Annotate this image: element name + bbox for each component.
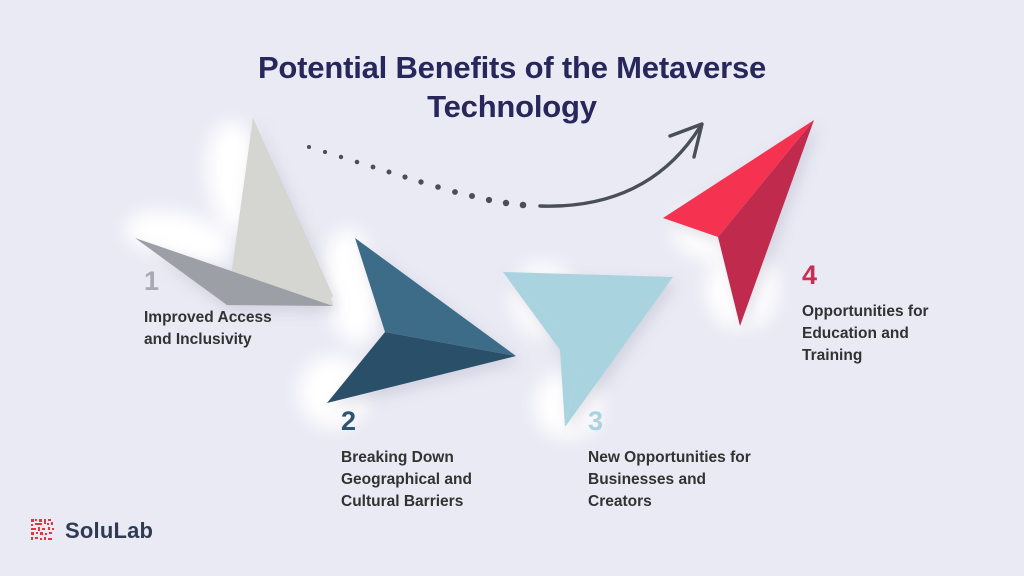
step-number-4: 4 (802, 260, 818, 290)
step-number-1: 1 (144, 266, 160, 296)
step-label-1: Improved Access and Inclusivity (144, 309, 272, 348)
step-item-1: 1 Improved Access and Inclusivity (144, 268, 354, 351)
dotted-curved-arrow (307, 122, 704, 209)
page-title: Potential Benefits of the Metaverse Tech… (162, 48, 862, 127)
paper-plane-light-blue-fold (503, 272, 583, 427)
paper-plane-teal (327, 238, 516, 403)
step-item-3: 3 New Opportunities for Businesses and C… (588, 408, 818, 513)
paper-plane-light-blue (503, 272, 673, 427)
paper-plane-teal-upper-wing (355, 238, 516, 356)
paper-plane-red (663, 120, 814, 326)
step-item-2: 2 Breaking Down Geographical and Cultura… (341, 408, 556, 513)
step-number-2: 2 (341, 406, 357, 436)
step-label-2: Breaking Down Geographical and Cultural … (341, 449, 472, 510)
solulab-qr-mark-icon (31, 519, 54, 540)
paper-plane-light-blue-upper-wing (503, 272, 673, 348)
paper-plane-red-left-wing (663, 120, 814, 237)
page-title-line-2: Technology (427, 89, 597, 125)
paper-plane-gray-tail (253, 118, 333, 304)
page-title-line-1: Potential Benefits of the Metaverse (257, 50, 767, 85)
brand-name: SoluLab (65, 518, 154, 543)
brand-logo: SoluLab (30, 518, 153, 544)
paper-plane-gray-fill (227, 118, 333, 306)
paper-plane-light-blue-lower-wing (565, 277, 673, 427)
paper-plane-gray-left-wing (135, 238, 333, 306)
step-item-4: 4 Opportunities for Education and Traini… (802, 262, 1017, 367)
step-label-3: New Opportunities for Businesses and Cre… (588, 449, 751, 510)
glow-gray-left (124, 211, 232, 265)
paper-plane-teal-lower-wing (327, 332, 516, 403)
step-label-4: Opportunities for Education and Training (802, 303, 929, 364)
paper-plane-red-right-facet (718, 120, 814, 326)
paper-plane-gray (135, 118, 333, 306)
step-number-3: 3 (588, 406, 604, 436)
